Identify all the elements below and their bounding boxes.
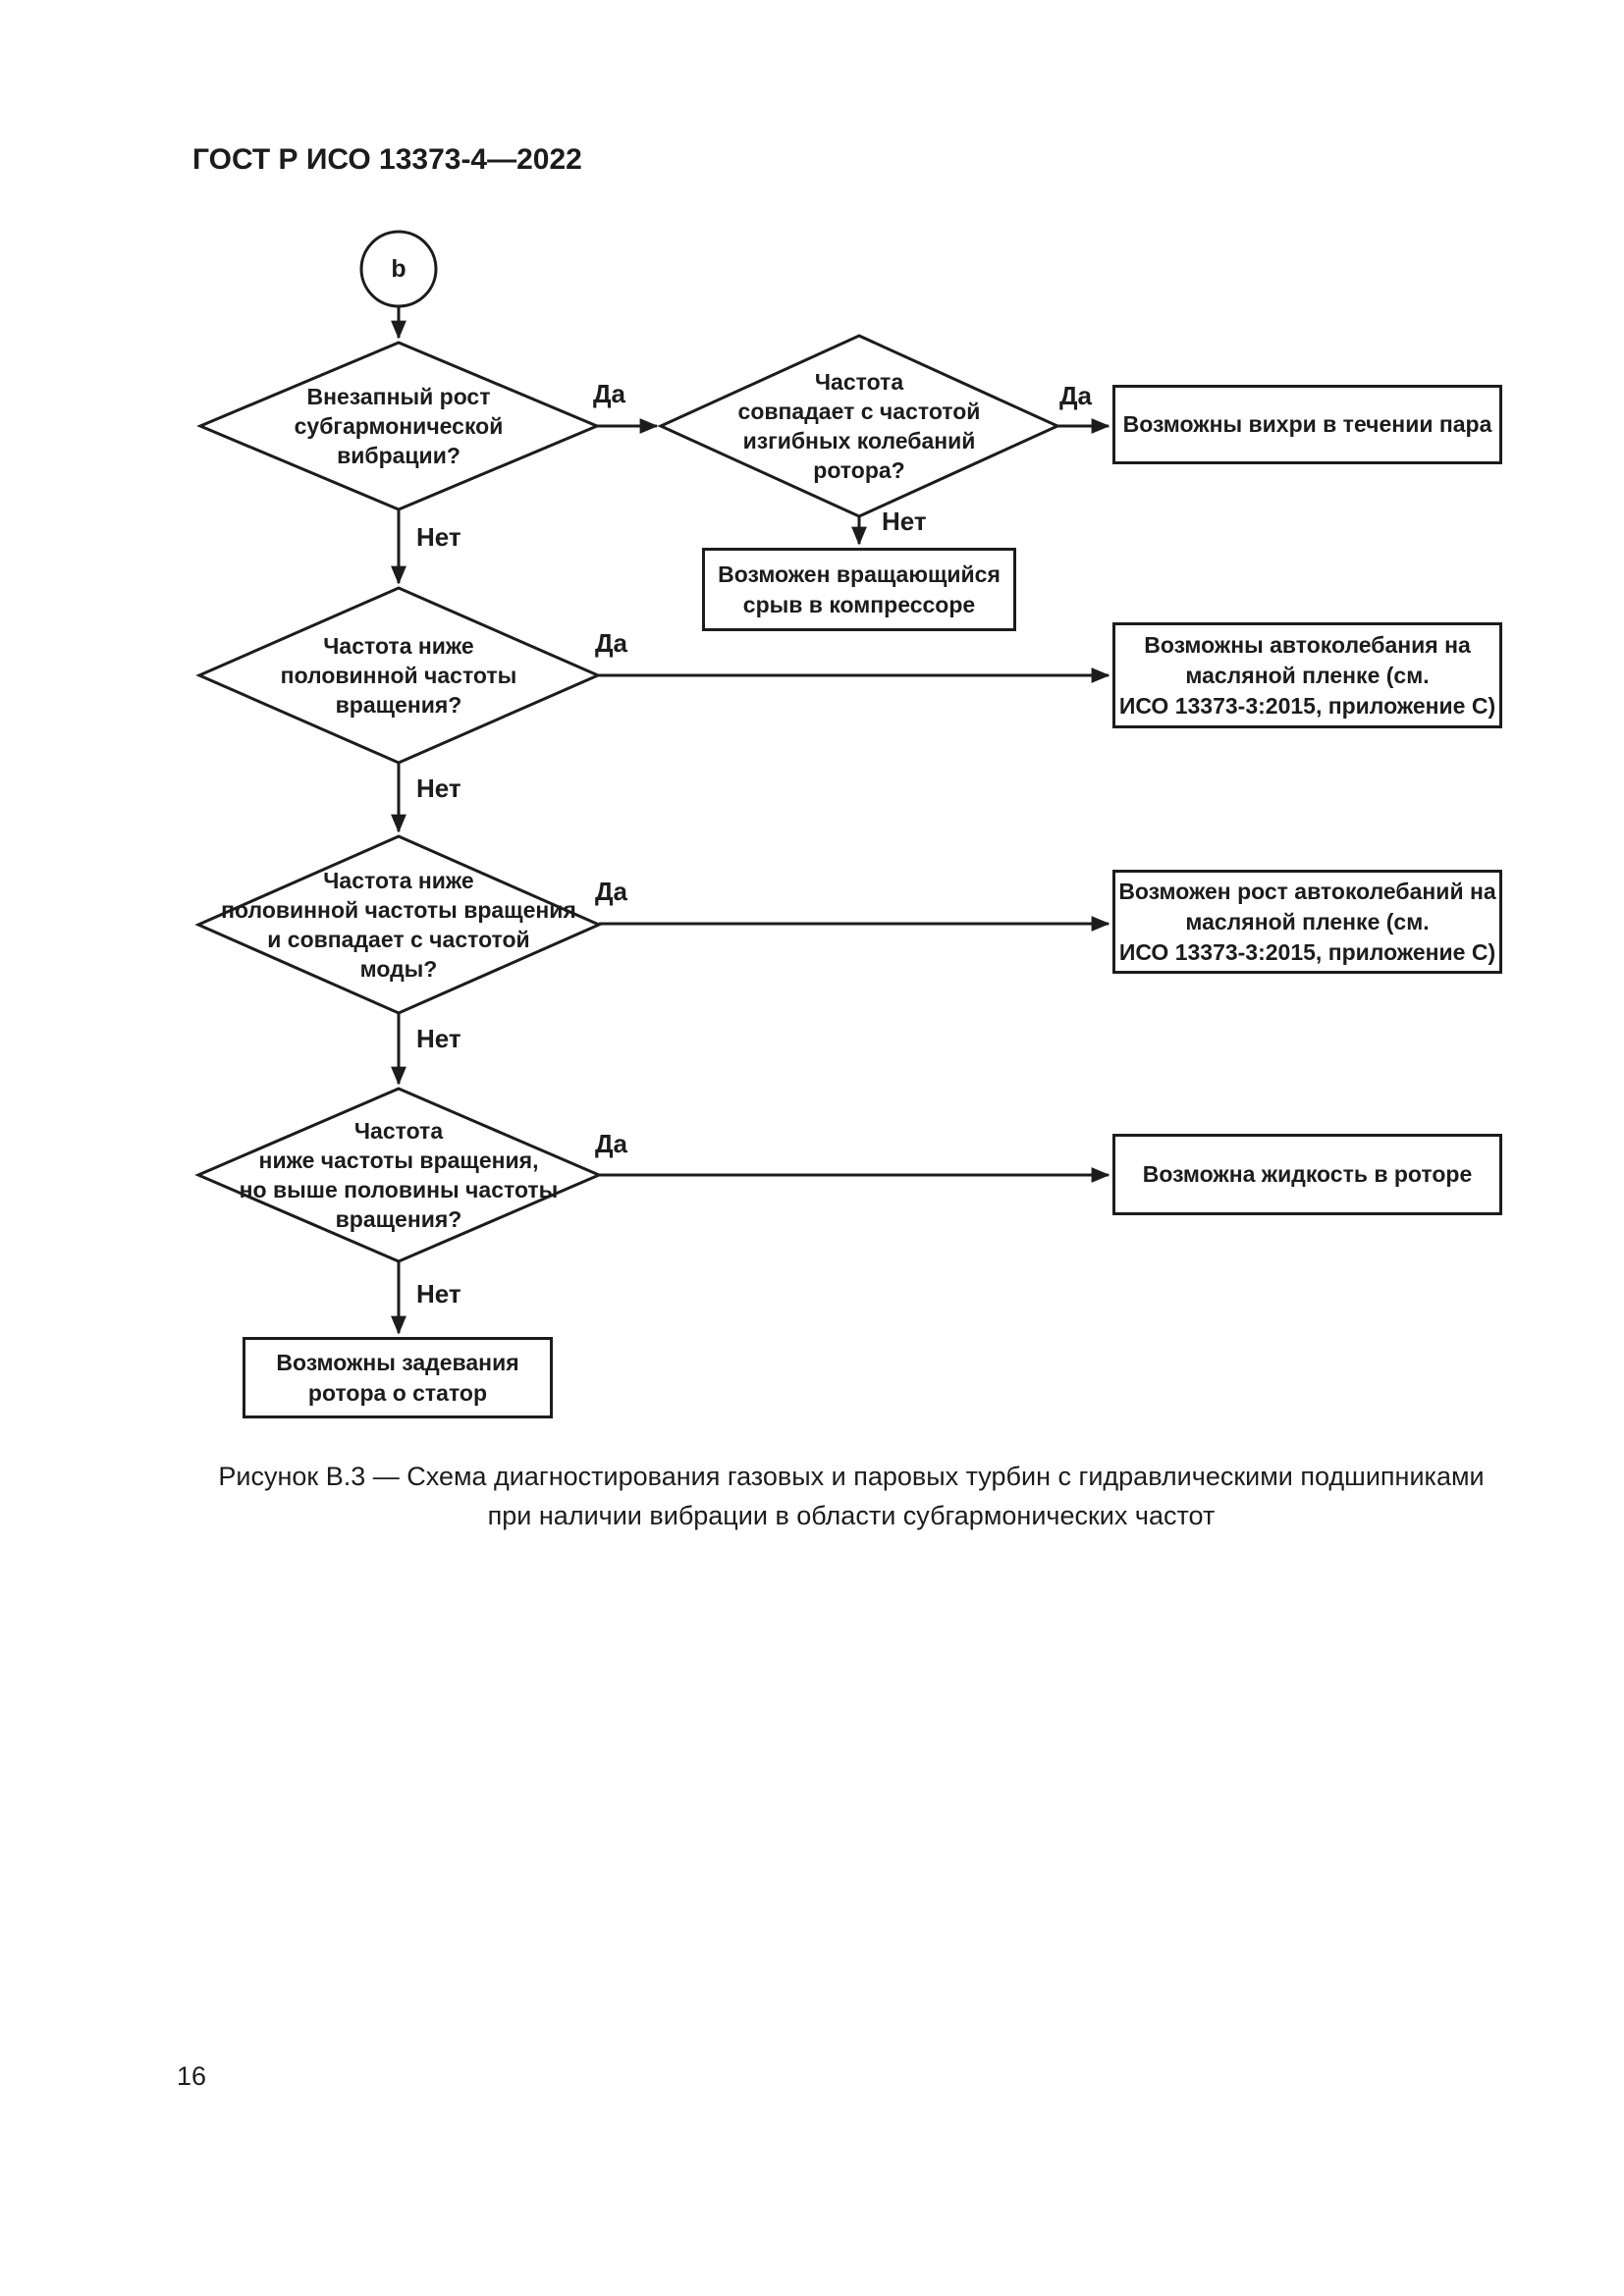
edge-label-no-2: Нет (882, 507, 927, 536)
connector-b-circle (359, 230, 438, 308)
flowchart-canvas (194, 230, 1110, 1335)
outcome-rotor-liquid-text: Возможна жидкость в роторе (1142, 1161, 1473, 1187)
outcome-oil-film-growth-text: Возможен рост автоколебаний на масляной … (1118, 878, 1496, 965)
outcome-rotor-liquid-box: Возможна жидкость в роторе (1112, 1134, 1502, 1215)
decision-4-text: Частота ниже половинной частоты вращения… (221, 868, 576, 982)
outcome-oil-film-oscillation-text: Возможны автоколебания на масляной пленк… (1118, 631, 1496, 719)
edge-label-yes-2: Да (1059, 381, 1092, 410)
outcome-steam-vortex-text: Возможны вихри в течении пара (1122, 411, 1492, 437)
edge-label-yes-5: Да (595, 1129, 627, 1158)
edge-label-no-4: Нет (416, 1024, 461, 1053)
outcome-oil-film-oscillation-box: Возможны автоколебания на масляной пленк… (1112, 622, 1502, 728)
connector-b-label: b (391, 254, 406, 283)
outcome-compressor-stall-box: Возможен вращающийся срыв в компрессоре (702, 548, 1016, 631)
outcome-compressor-stall-text: Возможен вращающийся срыв в компрессоре (718, 561, 1001, 617)
edge-label-no-5: Нет (416, 1279, 461, 1308)
decision-3-text: Частота ниже половинной частоты вращения… (280, 633, 517, 718)
edge-label-yes-1: Да (593, 379, 625, 408)
figure-caption: Рисунок В.3 — Схема диагностирования газ… (218, 1462, 1485, 1530)
decision-1-text: Внезапный рост субгармонической вибрации… (294, 384, 504, 468)
page-header: ГОСТ Р ИСО 13373-4—2022 (192, 143, 582, 176)
decision-2-text: Частота совпадает с частотой изгибных ко… (737, 369, 981, 483)
decision-5-text: Частота ниже частоты вращения, но выше п… (239, 1118, 559, 1232)
edge-label-no-3: Нет (416, 774, 461, 803)
edge-label-yes-3: Да (595, 628, 627, 658)
outcome-oil-film-growth-box: Возможен рост автоколебаний на масляной … (1112, 870, 1502, 974)
outcome-rotor-rub-text: Возможны задевания ротора о статор (276, 1349, 519, 1406)
edge-label-yes-4: Да (595, 877, 627, 906)
outcome-rotor-rub-box: Возможны задевания ротора о статор (243, 1337, 553, 1418)
outcome-steam-vortex-box: Возможны вихри в течении пара (1112, 385, 1502, 464)
page-number: 16 (177, 2061, 207, 2091)
edge-label-no-1: Нет (416, 522, 461, 552)
